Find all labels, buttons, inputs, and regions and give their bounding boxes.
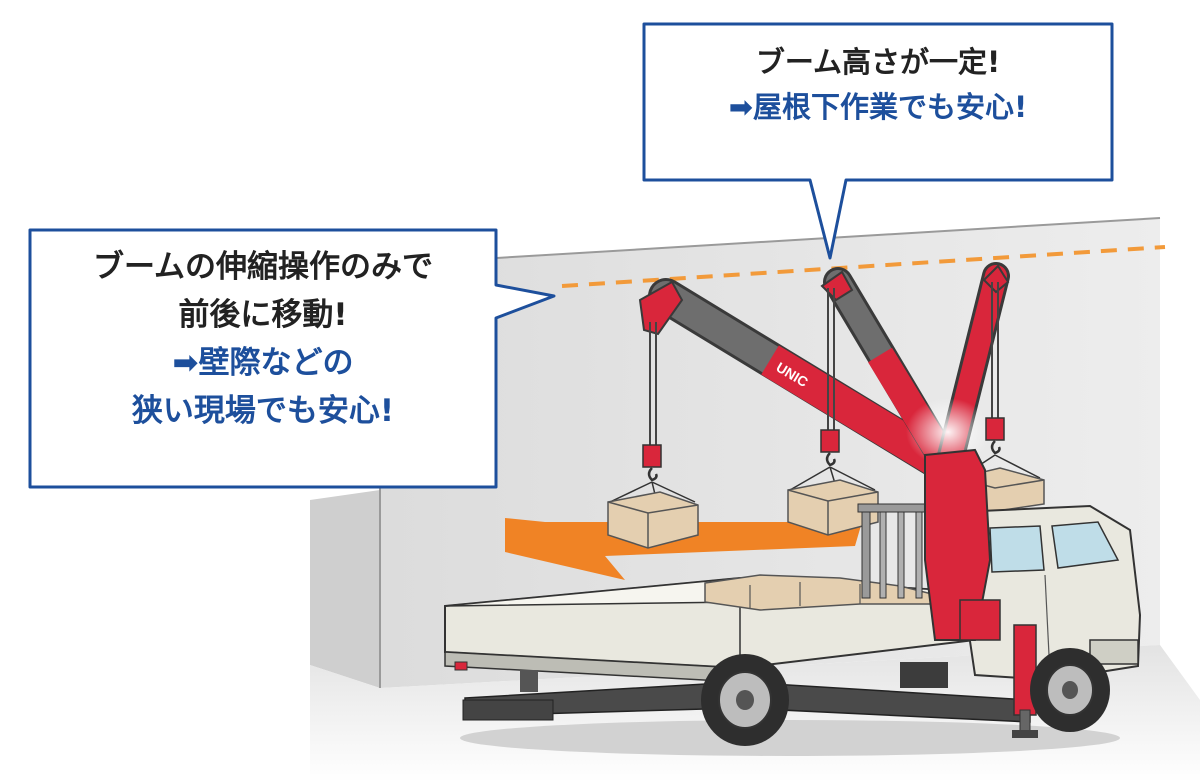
wheel-rear <box>701 654 789 746</box>
right-arrow-icon: ➡ <box>172 345 199 382</box>
callout-top-line-2: ➡屋根下作業でも安心! <box>646 85 1110 130</box>
callout-left-bubble <box>28 228 556 489</box>
callout-left-line-3: ➡壁際などの <box>32 339 494 387</box>
callout-left-line-2: 前後に移動! <box>178 297 348 334</box>
right-arrow-icon: ➡ <box>728 89 754 124</box>
callout-left-line-1: ブームの伸縮操作のみで <box>92 249 434 285</box>
hook-assembly-left <box>607 322 699 549</box>
callout-top-line-1: ブーム高さが一定! <box>755 45 1001 79</box>
truck <box>444 448 1142 756</box>
callout-top-text: ブーム高さが一定! ➡屋根下作業でも安心! <box>646 40 1110 130</box>
cargo-box <box>787 479 879 536</box>
wheel-front <box>1030 648 1110 732</box>
callout-left-text: ブームの伸縮操作のみで 前後に移動! ➡壁際などの 狭い現場でも安心! <box>32 243 494 435</box>
cargo-box <box>607 491 699 549</box>
callout-top-line-2-text: 屋根下作業でも安心! <box>753 89 1028 124</box>
callout-left-line-3-text: 壁際などの <box>198 345 354 382</box>
boom-height-guide-line <box>561 245 1166 288</box>
callout-left-line-4: 狭い現場でも安心! <box>131 393 395 430</box>
hook-assembly-center <box>787 288 879 536</box>
callout-top-bubble <box>642 22 1114 260</box>
motion-arrow <box>505 518 862 580</box>
crane-boom-extended: UNIC <box>638 278 970 488</box>
